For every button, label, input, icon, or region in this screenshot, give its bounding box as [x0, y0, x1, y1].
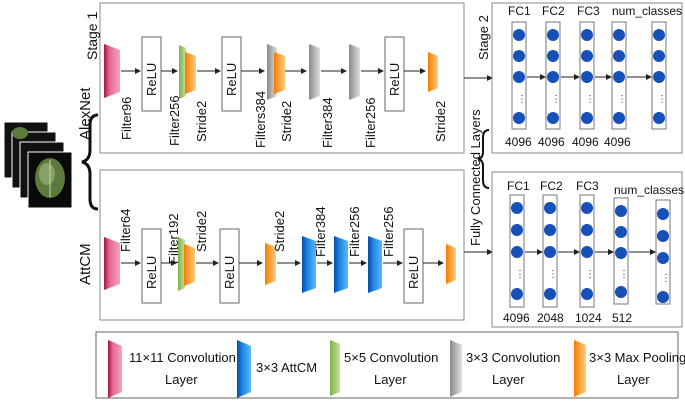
legend-3-line1: 5×5 Convolution: [344, 350, 438, 365]
svg-text:⋮: ⋮: [515, 269, 525, 280]
alexnet-relu-3-label: ReLU: [387, 63, 402, 96]
alexnet-relu-1: [141, 36, 162, 112]
svg-text:⋮: ⋮: [585, 94, 595, 105]
alexnet-stride2-c-label: Stride2: [433, 101, 448, 142]
alexnet-relu-1-label: ReLU: [144, 63, 159, 96]
legend-swatch-conv11: [108, 340, 122, 398]
legend-2-line1: 3×3 AttCM: [256, 360, 317, 375]
attcm-relu-1: [141, 228, 162, 304]
alexnet-conv11: [104, 44, 120, 98]
legend-3-line2: Layer: [374, 372, 407, 387]
stage2-label: Stage 2: [476, 15, 491, 60]
svg-text:⋮: ⋮: [619, 269, 629, 280]
legend-swatch-attcm: [237, 340, 251, 398]
bottom-n2: 2048: [537, 311, 564, 325]
alexnet-conv3-2: [309, 44, 320, 100]
legend-4-line1: 3×3 Convolution: [466, 350, 560, 365]
attcm-relu-2-label: ReLU: [222, 256, 237, 289]
alexnet-pool-3: [428, 52, 438, 92]
attcm-label: AttCM: [77, 243, 94, 285]
fc-layers-label: Fully Connected Layers: [468, 109, 483, 246]
alexnet-relu-2-label: ReLU: [224, 63, 239, 96]
top-n2: 4096: [538, 135, 565, 149]
top-n1: 4096: [505, 135, 532, 149]
input-leaf-images: [3, 121, 73, 209]
stage2-bottom-box: [491, 171, 683, 328]
bottom-n4: 512: [612, 311, 632, 325]
top-n4: 4096: [604, 135, 631, 149]
svg-text:⋮: ⋮: [661, 273, 671, 284]
fc-top: ⋮⋮⋮⋮⋮ FC1 FC2 FC3 num_classes 4096 4096 …: [505, 4, 682, 149]
legend-1-line2: Layer: [165, 372, 198, 387]
alexnet-filters384-label: Filters384: [253, 91, 268, 148]
alexnet-filter256-b-label: Filter256: [363, 97, 378, 148]
alexnet-row: ReLU ReLU ReLU Filter96 Filter256 Stride…: [104, 36, 448, 148]
attcm-filter384-label: Filter384: [313, 206, 328, 257]
attcm-conv11: [104, 237, 120, 290]
attcm-pool-2: [265, 243, 276, 285]
svg-text:⋮: ⋮: [617, 94, 627, 105]
attcm-stride2-b-label: Stride2: [272, 211, 287, 252]
attcm-filter192-label: Filter192: [166, 213, 181, 264]
top-fc3: FC3: [577, 4, 600, 18]
attcm-conv5: [178, 237, 185, 291]
top-fc2: FC2: [542, 4, 565, 18]
attcm-relu-2: [219, 228, 240, 304]
alexnet-filter256-label: Filter256: [167, 95, 182, 146]
alexnet-pool-2: [274, 52, 285, 94]
attcm-block-1: [302, 236, 316, 293]
attcm-pool-1: [184, 244, 195, 286]
svg-text:⋮: ⋮: [551, 94, 561, 105]
svg-text:⋮: ⋮: [657, 94, 667, 105]
legend-swatch-pool: [574, 340, 586, 397]
alexnet-stride2-a-label: Stride2: [194, 101, 209, 142]
attcm-filter64-label: Filter64: [118, 209, 133, 252]
attcm-relu-3: [403, 228, 424, 304]
alexnet-pool-1: [185, 52, 196, 94]
legend-swatch-conv3: [450, 340, 462, 397]
attcm-relu-1-label: ReLU: [144, 256, 159, 289]
bottom-fc1: FC1: [507, 179, 530, 193]
brace-left: [81, 113, 99, 211]
attcm-filter256-a-label: Filter256: [347, 206, 362, 257]
svg-text:⋮: ⋮: [548, 269, 558, 280]
attcm-row: ReLU ReLU ReLU Filter64 Filter192 Stride…: [104, 206, 456, 304]
stage2-top-box: [491, 2, 683, 154]
alexnet-conv5: [179, 45, 186, 99]
bottom-n1: 4096: [503, 311, 530, 325]
fc-bottom: ⋮⋮⋮⋮⋮ FC1 FC2 FC3 num_classes 4096 2048 …: [503, 179, 684, 325]
legend-4-line2: Layer: [492, 372, 525, 387]
brace-right: [477, 129, 490, 189]
attcm-block-2: [334, 236, 348, 293]
svg-text:⋮: ⋮: [517, 94, 527, 105]
alexnet-stride2-b-label: Stride2: [279, 101, 294, 142]
alexnet-relu-3: [384, 36, 405, 112]
svg-text:⋮: ⋮: [585, 269, 595, 280]
stage1-attcm-box: [99, 169, 465, 321]
top-out: num_classes: [612, 4, 682, 18]
legend-5-line2: Layer: [617, 372, 650, 387]
legend: 11×11 Convolution Layer 3×3 AttCM 5×5 Co…: [95, 331, 685, 399]
alexnet-label: AlexNet: [77, 87, 94, 140]
alexnet-relu-2: [221, 36, 242, 112]
attcm-pool-3: [446, 244, 456, 284]
alexnet-conv3-3: [349, 44, 360, 100]
attcm-block-3: [368, 236, 382, 293]
attcm-relu-3-label: ReLU: [406, 256, 421, 289]
bottom-fc2: FC2: [540, 179, 563, 193]
legend-1-line1: 11×11 Convolution: [129, 350, 236, 365]
bottom-n3: 1024: [575, 311, 602, 325]
attcm-filter256-b-label: Filter256: [381, 206, 396, 257]
stage1-label: Stage 1: [84, 12, 100, 60]
top-n3: 4096: [572, 135, 599, 149]
alexnet-filter384-label: Filter384: [320, 97, 335, 148]
bottom-fc3: FC3: [576, 179, 599, 193]
top-fc1: FC1: [508, 4, 531, 18]
legend-5-line1: 3×3 Max Pooling: [589, 350, 685, 365]
legend-swatch-conv5: [330, 340, 340, 396]
alexnet-filter96-label: Filter96: [119, 97, 134, 140]
bottom-out: num_classes: [614, 183, 684, 197]
attcm-stride2-a-label: Stride2: [194, 211, 209, 252]
